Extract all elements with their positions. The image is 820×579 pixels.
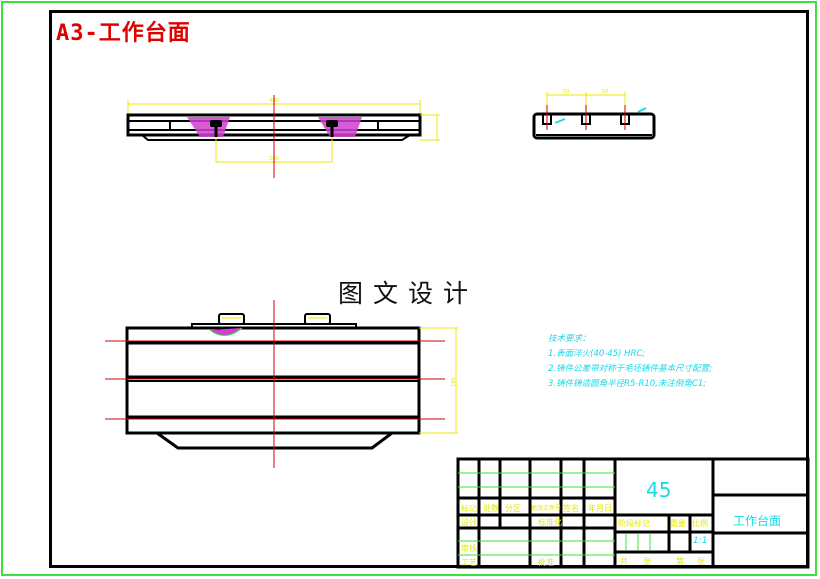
note-item: 1.表面淬火(40-45) HRC; [548,349,646,359]
tb-part-name: 工作台面 [733,514,782,528]
technical-notes: 技术要求： 1.表面淬火(40-45) HRC; 2.铸件公差带对称于毛坯铸件基… [548,332,712,392]
tb-label-date: 年月日 [588,504,612,513]
tb-label-zone: 分区 [505,504,521,513]
title-block [456,457,810,569]
title-block-green-lines [458,472,651,556]
tb-label-review: 审核 [461,544,477,553]
tb-label-count: 处数 [483,504,499,513]
tb-label-stage-mark: 阶段标记 [618,519,650,528]
tb-label-ratio: 比例 [692,519,708,528]
svg-text:180: 180 [451,377,457,387]
tb-label-page: 第 [676,557,684,566]
tb-label-design: 设计 [461,518,477,527]
svg-text:50: 50 [563,89,569,95]
tb-label-standardization: 标准化 [538,518,562,527]
svg-text:50: 50 [602,89,608,95]
tb-material: 45 [646,478,672,502]
watermark-text: 图文设计 [338,279,479,308]
tb-label-weight: 重量 [670,519,686,528]
drawing-frame [49,10,809,568]
note-item: 3.铸件铸造圆角半径R5-R10,未注倒角C1; [548,379,707,389]
tb-scale: 1:1 [693,536,708,546]
notes-heading: 技术要求： [548,334,591,344]
front-view: 400 200 [126,95,440,178]
tb-label-change-doc: 更改文件号 [531,505,562,512]
tb-label-sign: 签名 [563,504,579,513]
side-view: 50 50 [532,89,656,140]
drawing-title: A3-工作台面 [56,21,191,46]
note-item: 2.铸件公差带对称于毛坯铸件基本尺寸配置; [548,364,712,374]
tb-label-page-sheet: 张 [697,557,705,566]
tb-label-sheet: 张 [643,557,651,566]
tb-label-mark: 标记 [461,504,477,513]
tb-label-process: 工艺 [461,558,477,567]
tb-label-approve: 批准 [538,558,554,567]
tb-label-total: 共 [620,557,628,566]
top-view: 180 [105,300,458,468]
